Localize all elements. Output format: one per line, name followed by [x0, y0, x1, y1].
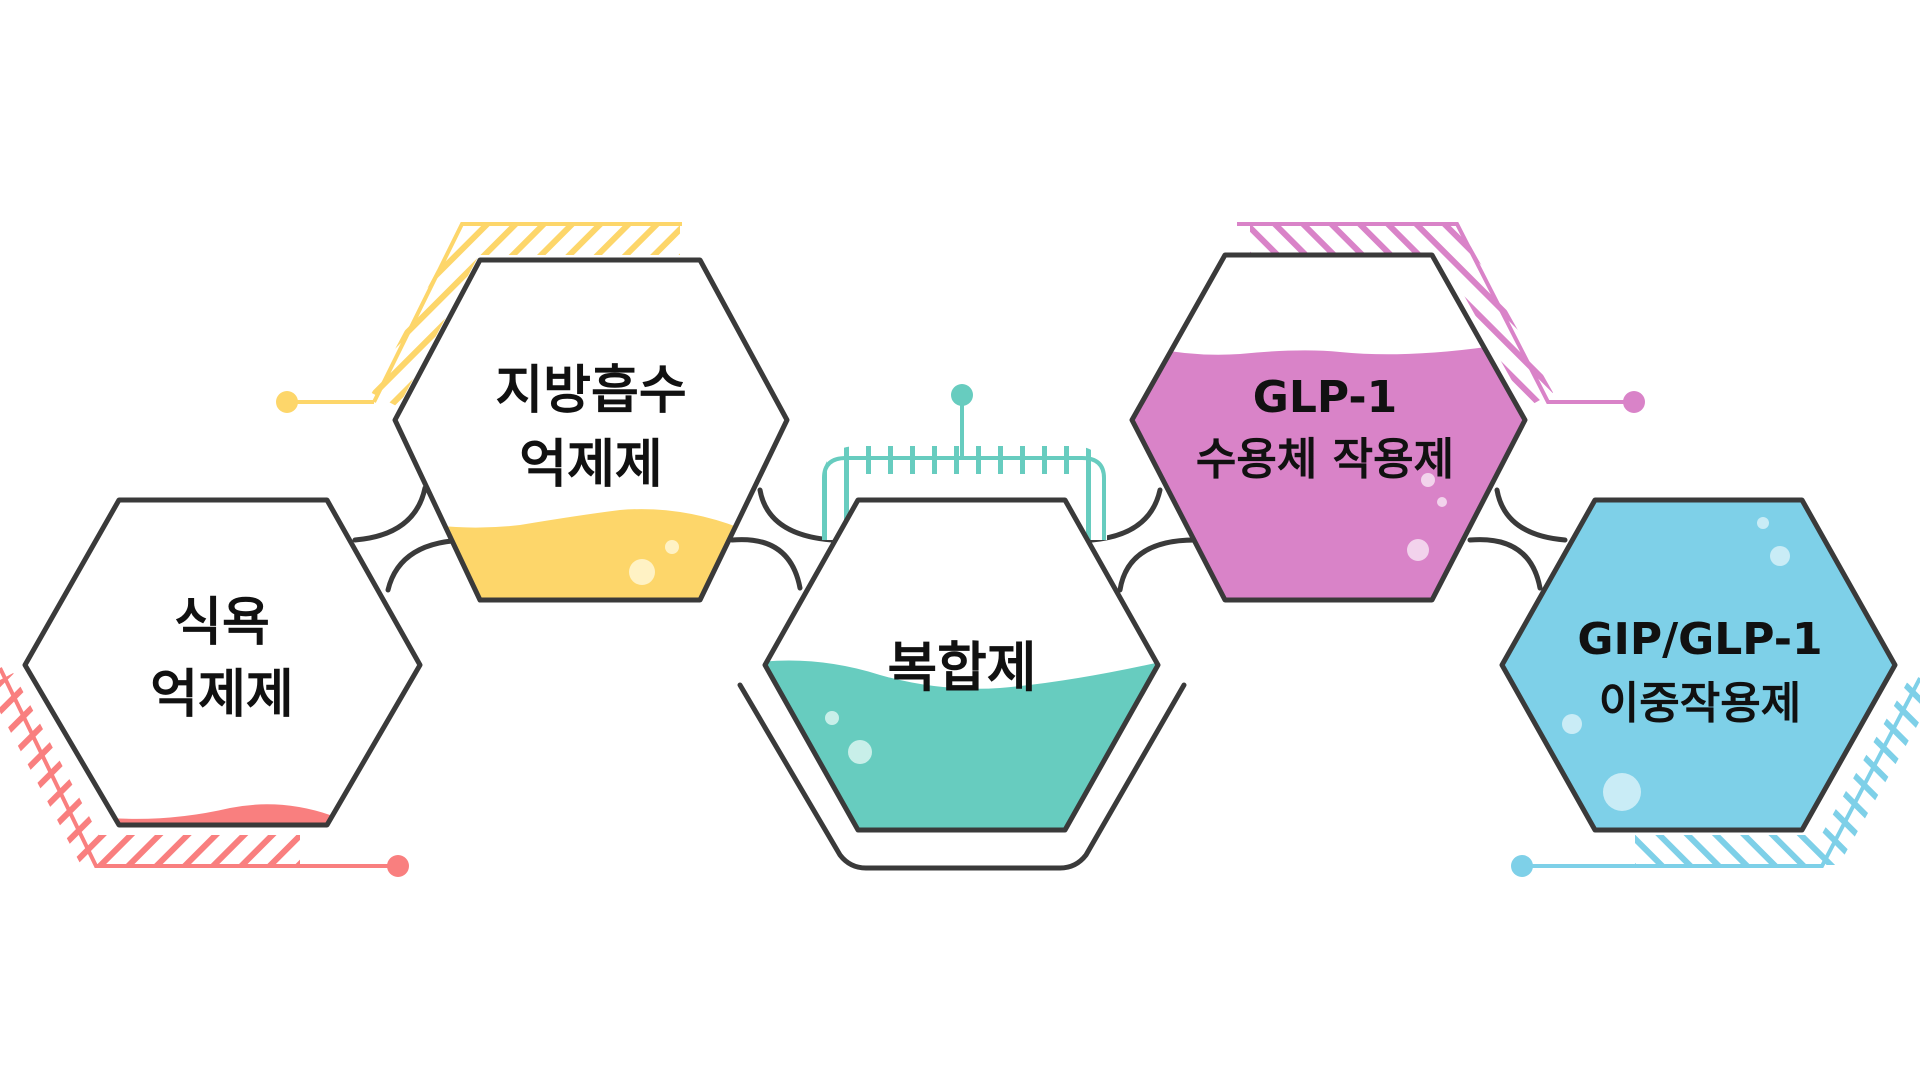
- bubble: [1757, 517, 1769, 529]
- pin-dot-red: [387, 855, 409, 877]
- frame-yellow: [276, 222, 682, 413]
- node-combination-drug: 복합제: [762, 497, 1161, 833]
- node-label-line-2: 억제제: [519, 435, 663, 495]
- node-label-line-1: GIP/GLP-1: [1577, 614, 1822, 665]
- node-label-line-2: 이중작용제: [1599, 678, 1801, 729]
- liquid-fill: [765, 660, 1158, 830]
- node-glp1-agonist: GLP-1 수용체 작용제: [1129, 252, 1528, 603]
- pin-dot-teal: [951, 384, 973, 406]
- node-label-line-1: 지방흡수: [495, 361, 686, 421]
- bubble: [629, 559, 655, 585]
- bubble: [1407, 539, 1429, 561]
- bubble: [1437, 497, 1447, 507]
- node-fat-absorption-inhibitor: 지방흡수 억제제: [392, 257, 790, 603]
- node-label-line-1: GLP-1: [1253, 372, 1398, 423]
- node-label-line-1: 식욕: [174, 593, 270, 653]
- bubble: [665, 540, 679, 554]
- node-appetite-suppressant: 식욕 억제제: [22, 497, 423, 828]
- node-label-line-2: 수용체 작용제: [1196, 434, 1454, 485]
- bubble: [1562, 714, 1582, 734]
- bubble: [1421, 473, 1435, 487]
- frame-teal: [737, 384, 1187, 871]
- node-label: 복합제: [887, 636, 1036, 699]
- liquid-fill: [400, 509, 740, 600]
- frame-pink: [1237, 222, 1645, 413]
- bubble: [1603, 773, 1641, 811]
- frame-red: [0, 667, 409, 877]
- liquid-fill: [25, 804, 330, 825]
- pin-dot-blue: [1511, 855, 1533, 877]
- pin-dot-yellow: [276, 391, 298, 413]
- bubble: [825, 711, 839, 725]
- pin-dot-pink: [1623, 391, 1645, 413]
- frame-blue: [1511, 677, 1920, 877]
- outer-cup-outline: [737, 682, 1187, 871]
- bubble: [1770, 546, 1790, 566]
- node-label-line-2: 억제제: [150, 665, 294, 725]
- node-gip-glp1-dual-agonist: GIP/GLP-1 이중작용제: [1499, 497, 1898, 833]
- bubble: [848, 740, 872, 764]
